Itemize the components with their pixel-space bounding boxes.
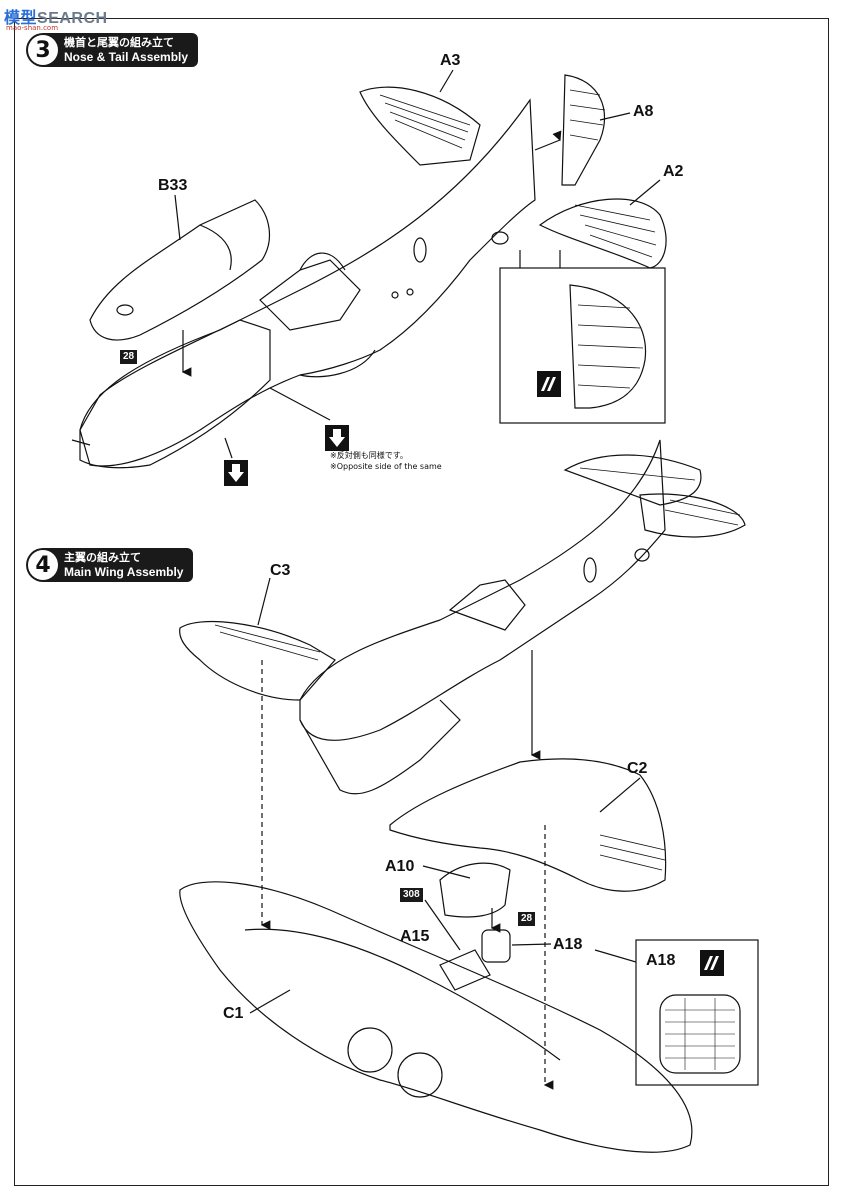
label-a18-detail: A18 bbox=[646, 952, 676, 969]
watermark-logo: 模型SEARCH bbox=[4, 8, 108, 27]
step-title-en: Nose & Tail Assembly bbox=[64, 50, 189, 64]
radiator-detail-box bbox=[635, 939, 759, 1086]
label-c3: C3 bbox=[270, 562, 291, 579]
step-title-jp: 機首と尾翼の組み立て bbox=[64, 36, 174, 49]
part-a15-shape bbox=[439, 949, 491, 991]
part-c1-shape bbox=[179, 881, 693, 1153]
label-c2: C2 bbox=[627, 760, 648, 777]
nose-section bbox=[79, 319, 271, 469]
step-number: 4 bbox=[28, 550, 58, 580]
label-a15: A15 bbox=[400, 928, 430, 945]
part-a18-shape bbox=[481, 929, 511, 963]
part-c3-shape bbox=[179, 620, 336, 701]
step-title-en: Main Wing Assembly bbox=[64, 565, 184, 579]
photo-etch-symbol-icon bbox=[700, 950, 724, 976]
part-c2-shape bbox=[389, 758, 667, 892]
watermark-url: mao-shan.com bbox=[6, 24, 59, 32]
label-a3: A3 bbox=[440, 52, 461, 69]
fuselage-outline bbox=[79, 98, 536, 467]
step-title-jp: 主翼の組み立て bbox=[64, 551, 141, 564]
paint-badge-28: 28 bbox=[120, 350, 138, 364]
part-a8-shape bbox=[561, 74, 605, 186]
label-a10: A10 bbox=[385, 858, 415, 875]
paint-badge-28: 28 bbox=[518, 912, 536, 926]
step-4-header: 4 主翼の組み立て Main Wing Assembly bbox=[26, 548, 194, 582]
opposite-side-note: ※反対側も同様です。 ※Opposite side of the same bbox=[330, 450, 442, 472]
glue-symbol-icon bbox=[224, 460, 248, 486]
label-c1: C1 bbox=[223, 1005, 244, 1022]
cockpit-outline bbox=[259, 259, 361, 331]
fuselage-outline-step4 bbox=[299, 439, 666, 741]
part-b33-shape bbox=[89, 199, 270, 341]
step-number: 3 bbox=[28, 35, 58, 65]
label-a18: A18 bbox=[553, 936, 583, 953]
note-en: ※Opposite side of the same bbox=[330, 462, 442, 471]
instruction-frame bbox=[14, 18, 829, 1186]
note-jp: ※反対側も同様です。 bbox=[330, 451, 408, 460]
rudder-detail-box bbox=[499, 267, 666, 424]
photo-etch-symbol-icon bbox=[537, 371, 561, 397]
label-a8: A8 bbox=[633, 103, 654, 120]
paint-badge-308: 308 bbox=[400, 888, 423, 902]
glue-symbol-icon bbox=[325, 425, 349, 451]
part-a10-shape bbox=[439, 862, 511, 918]
part-a2-shape bbox=[538, 198, 667, 269]
step-3-header: 3 機首と尾翼の組み立て Nose & Tail Assembly bbox=[26, 33, 199, 67]
label-a2: A2 bbox=[663, 163, 684, 180]
part-a3-shape bbox=[359, 86, 481, 166]
label-b33: B33 bbox=[158, 177, 188, 194]
